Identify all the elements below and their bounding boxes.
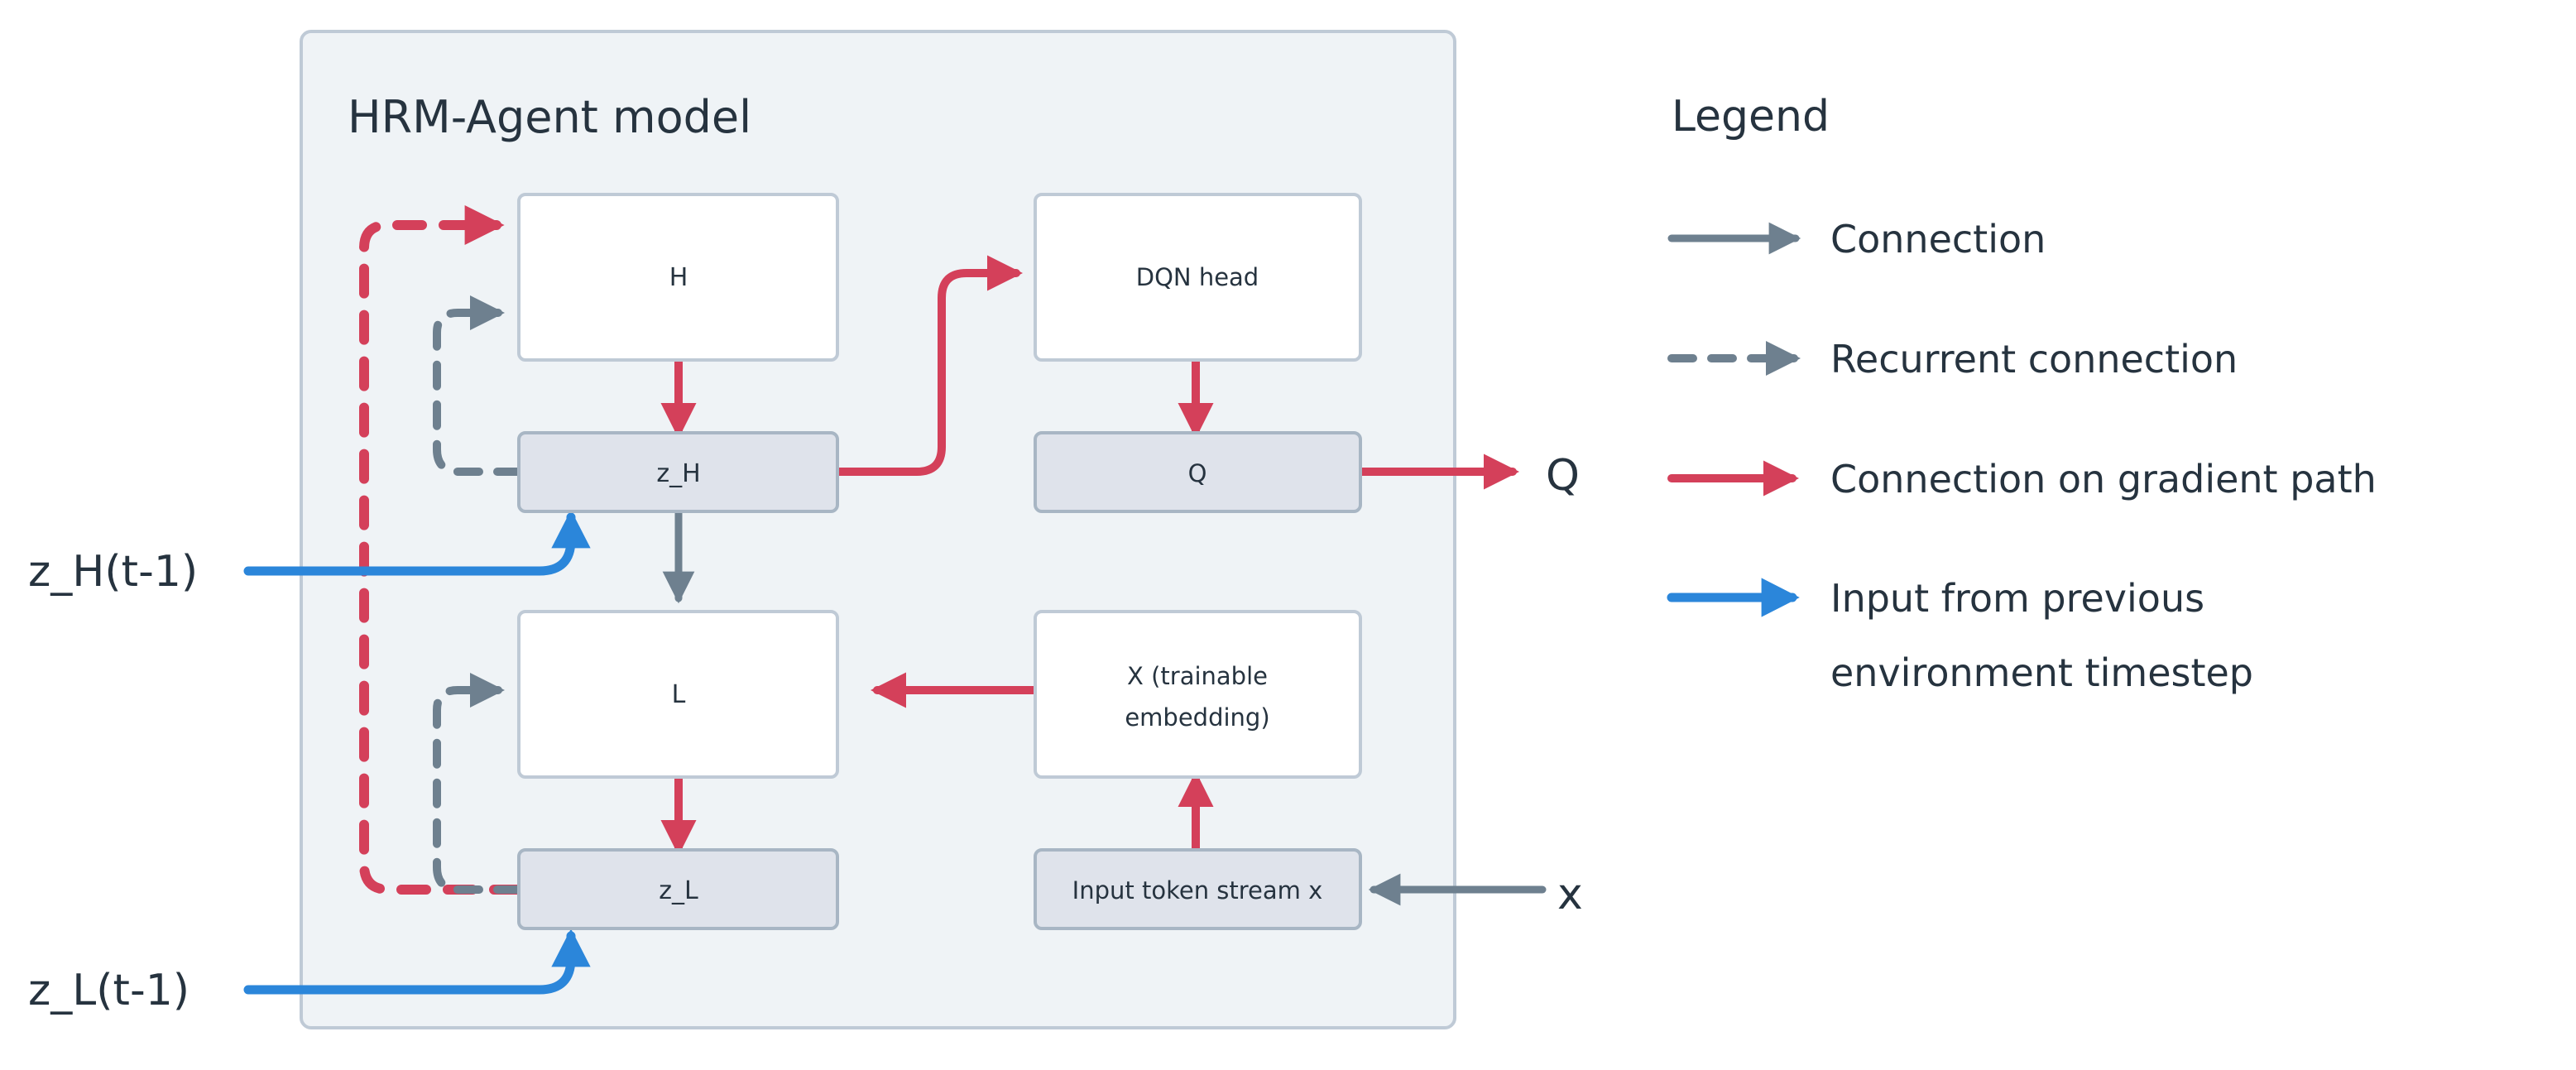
node-l-box — [517, 610, 839, 779]
edge-zl-to-h-gradient — [359, 205, 524, 895]
legend-item-previous-input: Input from previous environment timestep — [1667, 576, 2253, 695]
legend-item-connection: Connection — [1667, 217, 2046, 262]
node-h-label: H — [669, 263, 688, 292]
node-zh-label: z_H — [656, 459, 700, 488]
node-x-embedding-label-line1: X (trainable — [1127, 662, 1268, 690]
io-label-zl-prev: z_L(t-1) — [28, 966, 189, 1015]
node-zh-box — [517, 431, 839, 513]
edge-zh-to-h-recurrent — [433, 295, 523, 476]
node-h[interactable]: H — [517, 193, 839, 362]
node-l-label: L — [672, 680, 686, 709]
edge-zh-prev-input — [243, 510, 591, 576]
node-zl-label: z_L — [659, 876, 698, 905]
node-dqn-head-label: DQN head — [1136, 263, 1259, 291]
legend-item-recurrent-connection-label: Recurrent connection — [1830, 337, 2238, 381]
node-zh[interactable]: z_H — [517, 431, 839, 513]
node-q-label: Q — [1188, 459, 1207, 487]
node-q-box — [1034, 431, 1362, 513]
io-label-x-in: x — [1557, 870, 1583, 919]
node-input-token-stream-label: Input token stream x — [1072, 876, 1323, 904]
node-x-embedding[interactable]: X (trainable embedding) — [1034, 610, 1362, 779]
node-x-embedding-box — [1034, 610, 1362, 779]
node-input-token-stream-box — [1034, 848, 1362, 930]
edge-zl-prev-input — [243, 928, 591, 995]
edge-zh-to-dqn-head — [833, 255, 1023, 476]
node-dqn-head-box — [1034, 193, 1362, 362]
node-dqn-head[interactable]: DQN head — [1034, 193, 1362, 362]
node-zl[interactable]: z_L — [517, 848, 839, 930]
edge-zl-to-l-recurrent — [433, 673, 523, 894]
page-title: HRM-Agent model — [348, 91, 751, 143]
legend-item-previous-input-label-line2: environment timestep — [1830, 650, 2253, 695]
io-label-zh-prev: z_H(t-1) — [28, 547, 198, 597]
legend-item-connection-label: Connection — [1830, 217, 2046, 262]
legend-title: Legend — [1672, 92, 1830, 142]
io-label-q-out: Q — [1546, 451, 1580, 501]
node-l[interactable]: L — [517, 610, 839, 779]
node-h-box — [517, 193, 839, 362]
node-x-embedding-label-line2: embedding) — [1125, 703, 1269, 732]
node-zl-box — [517, 848, 839, 930]
legend-item-previous-input-label-line1: Input from previous — [1830, 576, 2204, 621]
legend-item-recurrent-connection: Recurrent connection — [1667, 337, 2238, 381]
node-q[interactable]: Q — [1034, 431, 1362, 513]
node-input-token-stream[interactable]: Input token stream x — [1034, 848, 1362, 930]
legend-item-gradient-connection: Connection on gradient path — [1667, 457, 2377, 501]
legend-item-gradient-connection-label: Connection on gradient path — [1830, 457, 2377, 501]
